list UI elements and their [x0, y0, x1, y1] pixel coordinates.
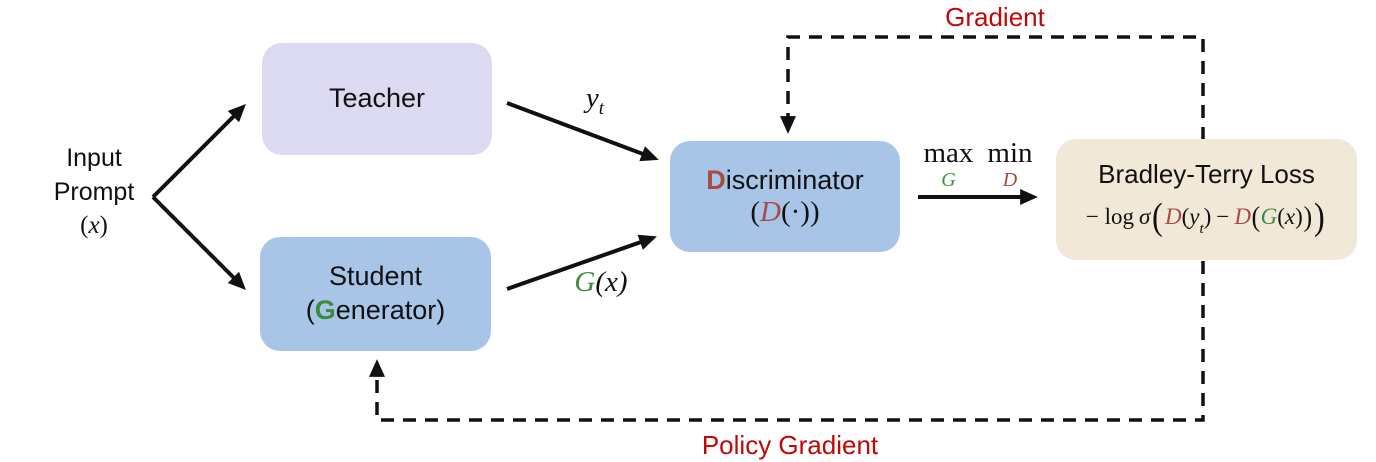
arrow-input-to-teacher	[151, 104, 246, 199]
input-prompt-label: Input Prompt (x)	[28, 141, 160, 243]
student-output-label: G(x)	[574, 266, 628, 298]
teacher-label: Teacher	[328, 83, 426, 114]
minimax-label: max G min D	[908, 137, 1048, 191]
min-over-d: min D	[987, 137, 1033, 191]
arrow-input-to-student	[151, 195, 246, 290]
student-subtitle: (Generator)	[305, 295, 446, 325]
student-node: Student (Generator)	[260, 237, 491, 351]
gradient-label: Gradient	[945, 2, 1045, 32]
discriminator-formula: (D(·))	[750, 196, 820, 229]
max-over-g: max G	[923, 137, 974, 191]
arrow-teacher-to-discriminator	[506, 101, 659, 162]
dashed-gradient-path	[780, 35, 1205, 140]
teacher-output-label: yt	[585, 82, 605, 119]
arrow-student-to-discriminator	[506, 234, 657, 291]
input-prompt-line2: Prompt	[53, 178, 135, 206]
student-title: Student	[328, 261, 423, 292]
input-prompt-line1: Input	[66, 144, 122, 172]
discriminator-node: Discriminator (D(·))	[670, 141, 900, 252]
loss-title: Bradley-Terry Loss	[1098, 159, 1315, 189]
policy-gradient-label: Policy Gradient	[701, 430, 879, 460]
discriminator-title: Discriminator	[706, 164, 864, 195]
generator-g-accent: G	[314, 295, 336, 325]
input-prompt-math: (x)	[80, 212, 108, 239]
dashed-policy-gradient-path	[369, 261, 1205, 422]
discriminator-d-accent: D	[706, 164, 726, 195]
teacher-node: Teacher	[262, 43, 492, 155]
